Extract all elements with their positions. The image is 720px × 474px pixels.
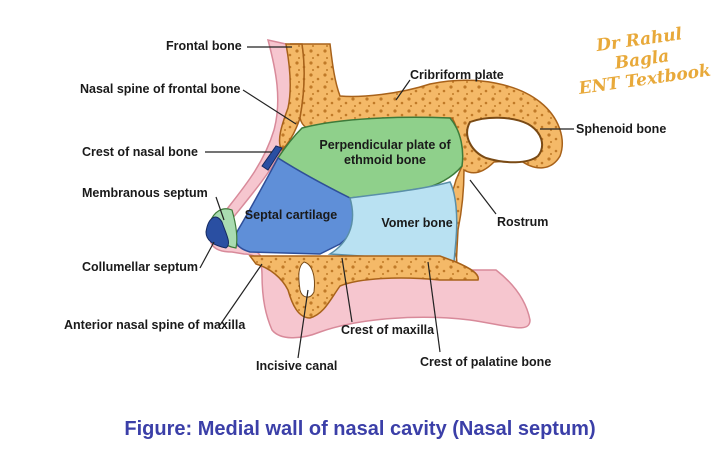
- region-septal-cartilage: Septal cartilage: [236, 208, 346, 223]
- label-collumellar-septum: Collumellar septum: [82, 260, 198, 275]
- region-perpendicular-plate-line1: Perpendicular plate of: [310, 138, 460, 153]
- region-perpendicular-plate-line2: ethmoid bone: [310, 153, 460, 168]
- label-crest-nasal-bone: Crest of nasal bone: [82, 145, 198, 160]
- label-membranous-septum: Membranous septum: [82, 186, 208, 201]
- region-vomer-bone: Vomer bone: [372, 216, 462, 231]
- label-anterior-nasal-spine: Anterior nasal spine of maxilla: [64, 318, 245, 333]
- line-rostrum: [470, 180, 496, 214]
- line-anterior-nasal-spine: [220, 264, 262, 325]
- label-crest-maxilla: Crest of maxilla: [341, 323, 434, 338]
- label-incisive-canal: Incisive canal: [256, 359, 337, 374]
- label-cribriform-plate: Cribriform plate: [410, 68, 504, 83]
- label-frontal-bone: Frontal bone: [166, 39, 242, 54]
- label-sphenoid-bone: Sphenoid bone: [576, 122, 666, 137]
- figure-caption: Figure: Medial wall of nasal cavity (Nas…: [0, 418, 720, 441]
- region-perpendicular-plate: Perpendicular plate of ethmoid bone: [310, 138, 460, 168]
- line-collumellar-septum: [200, 242, 214, 268]
- label-rostrum: Rostrum: [497, 215, 548, 230]
- label-crest-palatine: Crest of palatine bone: [420, 355, 551, 370]
- label-nasal-spine-frontal: Nasal spine of frontal bone: [80, 82, 240, 97]
